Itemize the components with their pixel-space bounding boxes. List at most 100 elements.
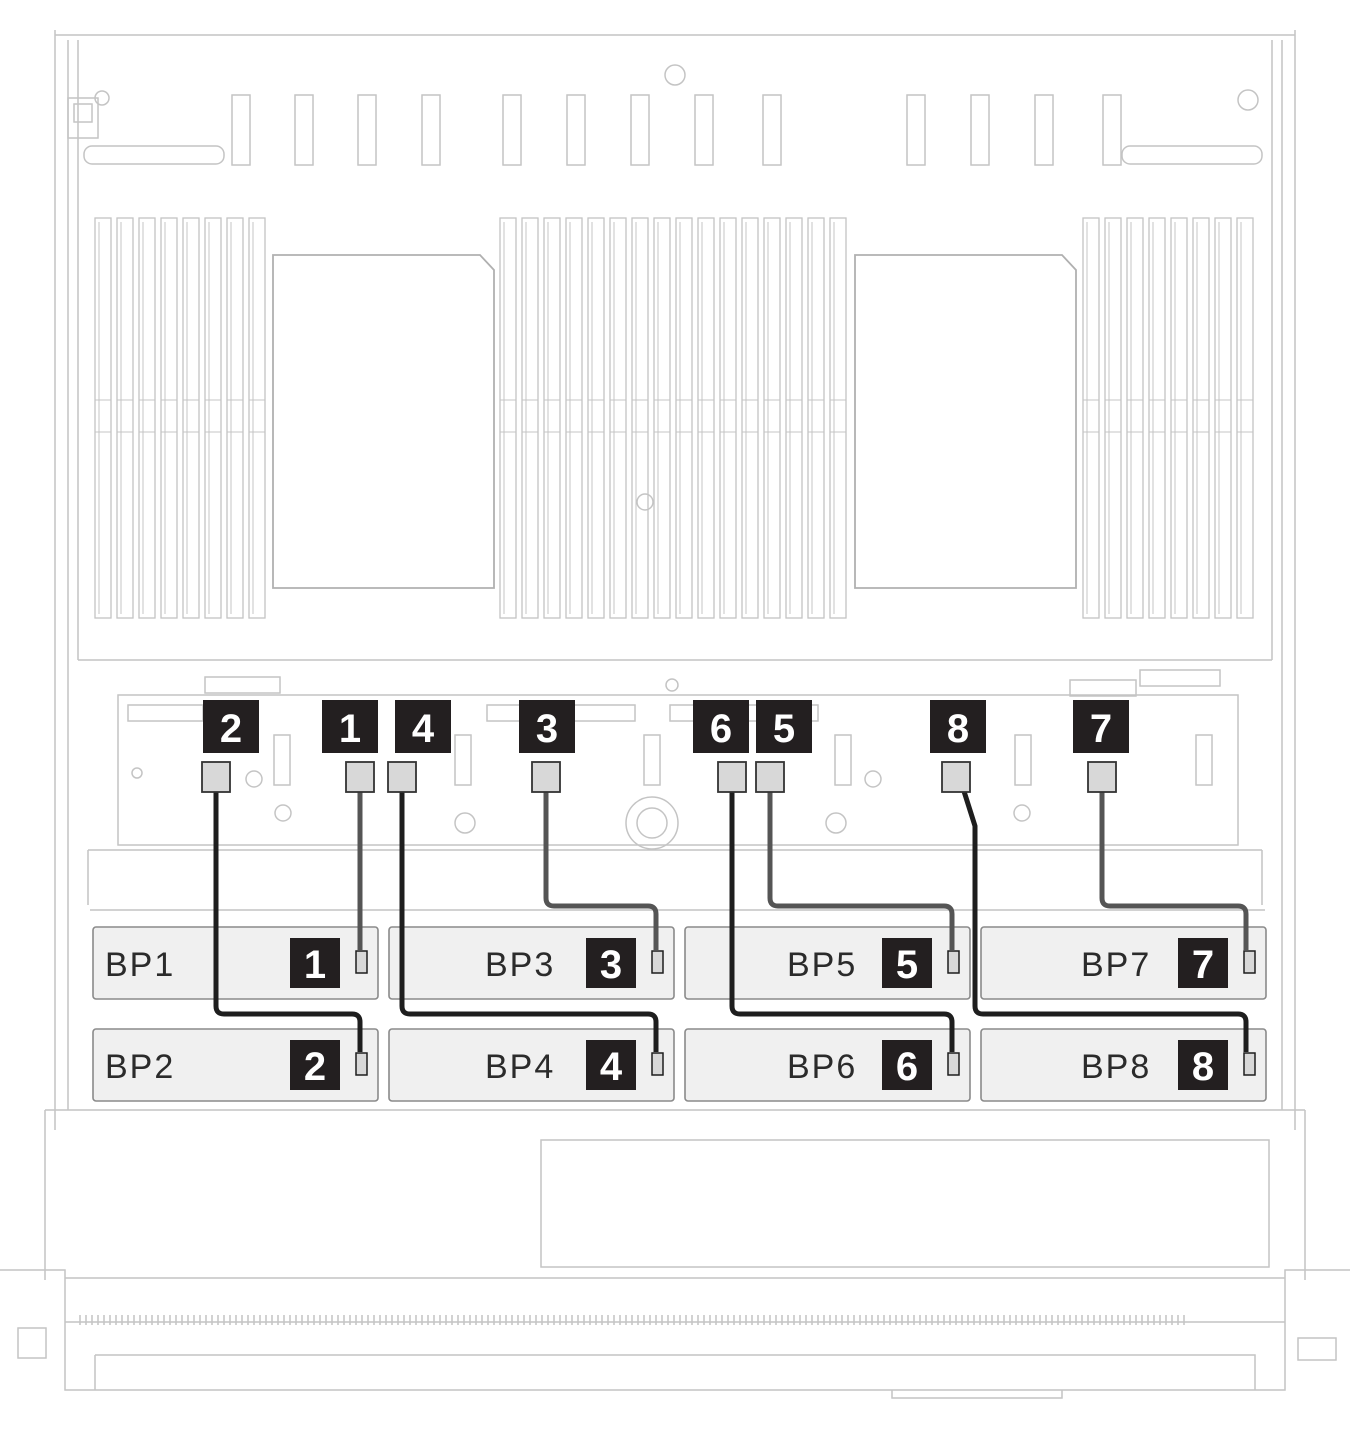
connector-callout-badge bbox=[519, 700, 575, 753]
dimm-slot bbox=[719, 217, 737, 619]
connector-callout-badge bbox=[322, 700, 378, 753]
connector-6: 6 bbox=[693, 700, 749, 793]
dimm-slot bbox=[1104, 217, 1122, 619]
dimm-slot bbox=[807, 217, 825, 619]
backplane-callout-badge bbox=[586, 938, 636, 988]
dimm-slot bbox=[631, 217, 649, 619]
dimm-slot bbox=[543, 217, 561, 619]
cable-3 bbox=[543, 766, 659, 950]
system-board-connector bbox=[755, 761, 785, 793]
backplane-connector bbox=[947, 1052, 960, 1076]
system-board-connector bbox=[717, 761, 747, 793]
connector-callout-badge bbox=[203, 700, 259, 753]
connector-4: 4 bbox=[387, 700, 451, 793]
connector-7: 7 bbox=[1073, 700, 1129, 793]
backplane-label: BP5 bbox=[787, 946, 857, 984]
dimm-slot bbox=[94, 217, 112, 619]
system-board-connector bbox=[345, 761, 375, 793]
dimm-slot bbox=[565, 217, 583, 619]
connector-callout-number: 2 bbox=[220, 707, 242, 751]
cable-5 bbox=[767, 766, 955, 950]
processor-1 bbox=[272, 254, 495, 589]
backplane-connector bbox=[355, 950, 368, 974]
cable-6 bbox=[729, 766, 955, 1052]
dimm-slot bbox=[697, 217, 715, 619]
connector-callout-number: 6 bbox=[710, 707, 732, 751]
dimm-slot bbox=[1214, 217, 1232, 619]
backplane-label: BP3 bbox=[485, 946, 555, 984]
chassis-outline bbox=[44, 30, 1306, 1280]
backplane-connector bbox=[1243, 1052, 1256, 1076]
cable-group bbox=[213, 765, 1249, 1052]
processor-2 bbox=[854, 254, 1077, 589]
backplane-connector bbox=[651, 1052, 664, 1076]
dimm-slot bbox=[675, 217, 693, 619]
dimm-bank-right bbox=[1082, 217, 1254, 619]
backplane-label: BP2 bbox=[105, 1048, 175, 1086]
backplane-bp4: BP4 4 bbox=[388, 1028, 675, 1102]
dimm-slot bbox=[1082, 217, 1100, 619]
backplane-label: BP8 bbox=[1081, 1048, 1151, 1086]
backplane-callout-number: 4 bbox=[600, 1045, 623, 1089]
connector-5: 5 bbox=[755, 700, 812, 793]
backplane-callout-badge bbox=[882, 938, 932, 988]
backplane-callout-number: 1 bbox=[304, 943, 326, 987]
dimm-bank-center bbox=[499, 217, 847, 619]
connector-callout-number: 7 bbox=[1090, 707, 1112, 751]
backplane-callout-badge bbox=[882, 1040, 932, 1090]
backplane-connector bbox=[947, 950, 960, 974]
system-board-connector bbox=[201, 761, 231, 793]
backplane-callout-number: 3 bbox=[600, 943, 622, 987]
backplane-connector bbox=[651, 950, 664, 974]
backplane-callout-number: 2 bbox=[304, 1045, 326, 1089]
dimm-slot bbox=[609, 217, 627, 619]
dimm-slot bbox=[1236, 217, 1254, 619]
connector-2: 2 bbox=[201, 700, 259, 793]
dimm-slot bbox=[653, 217, 671, 619]
connector-callout-number: 8 bbox=[947, 707, 969, 751]
backplane-bp3: BP3 3 bbox=[388, 926, 675, 1000]
dimm-slot bbox=[226, 217, 244, 619]
cable-8 bbox=[953, 765, 1249, 1052]
dimm-slot bbox=[138, 217, 156, 619]
backplane-label: BP6 bbox=[787, 1048, 857, 1086]
connector-callout-badge bbox=[756, 700, 812, 753]
backplane-label: BP1 bbox=[105, 946, 175, 984]
dimm-slot bbox=[1148, 217, 1166, 619]
backplane-label: BP4 bbox=[485, 1048, 555, 1086]
backplane-connector bbox=[355, 1052, 368, 1076]
dimm-slot bbox=[160, 217, 178, 619]
connector-3: 3 bbox=[519, 700, 575, 793]
dimm-slot bbox=[1192, 217, 1210, 619]
dimm-slot bbox=[829, 217, 847, 619]
backplane-bp2: BP2 2 bbox=[92, 1028, 379, 1102]
backplane-label: BP7 bbox=[1081, 946, 1151, 984]
connector-callout-badge bbox=[1073, 700, 1129, 753]
connector-callout-number: 5 bbox=[773, 707, 795, 751]
dimm-bank-left bbox=[94, 217, 266, 619]
connector-callout-number: 1 bbox=[339, 707, 361, 751]
connector-callout-number: 4 bbox=[412, 707, 435, 751]
dimm-slot bbox=[182, 217, 200, 619]
backplane-bp1: BP1 1 bbox=[92, 926, 379, 1000]
cable-4 bbox=[399, 766, 659, 1052]
connector-callout-badge bbox=[693, 700, 749, 753]
dimm-slot bbox=[521, 217, 539, 619]
backplane-callout-badge bbox=[586, 1040, 636, 1090]
backplane-callout-number: 7 bbox=[1192, 943, 1214, 987]
dimm-slot bbox=[741, 217, 759, 619]
dimm-slot bbox=[763, 217, 781, 619]
system-board-connector bbox=[1087, 761, 1117, 793]
dimm-slot bbox=[587, 217, 605, 619]
backplane-callout-badge bbox=[1178, 1040, 1228, 1090]
system-board-top bbox=[67, 64, 1263, 166]
dimm-slot bbox=[785, 217, 803, 619]
connector-callout-badge bbox=[930, 700, 986, 753]
system-board-connector bbox=[941, 761, 971, 793]
backplane-callout-number: 5 bbox=[896, 943, 918, 987]
